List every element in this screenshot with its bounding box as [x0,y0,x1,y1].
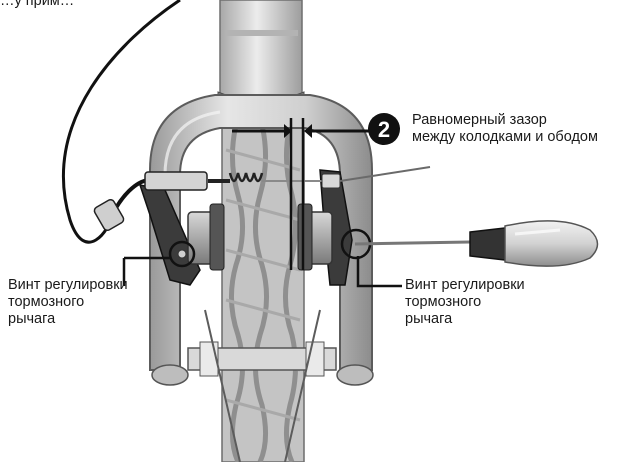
right-screw-line3: рычага [405,311,525,328]
left-screw-callout: Винт регулировки тормозного рычага [8,277,128,328]
left-screw-line2: тормозного [8,294,128,311]
right-screw-callout: Винт регулировки тормозного рычага [405,277,525,328]
gap-callout-line1: Равномерный зазор [412,112,598,129]
gap-callout: Равномерный зазор между колодками и обод… [412,112,598,146]
gap-callout-line2: между колодками и ободом [412,129,598,146]
step-badge: 2 [368,113,400,145]
screwdriver [355,221,598,266]
top-fragment-text: …у прим… [0,0,74,10]
left-screw-line3: рычага [8,311,128,328]
step-number: 2 [378,117,390,142]
left-screw-line1: Винт регулировки [8,277,128,294]
right-screw-line1: Винт регулировки [405,277,525,294]
right-screw-line2: тормозного [405,294,525,311]
